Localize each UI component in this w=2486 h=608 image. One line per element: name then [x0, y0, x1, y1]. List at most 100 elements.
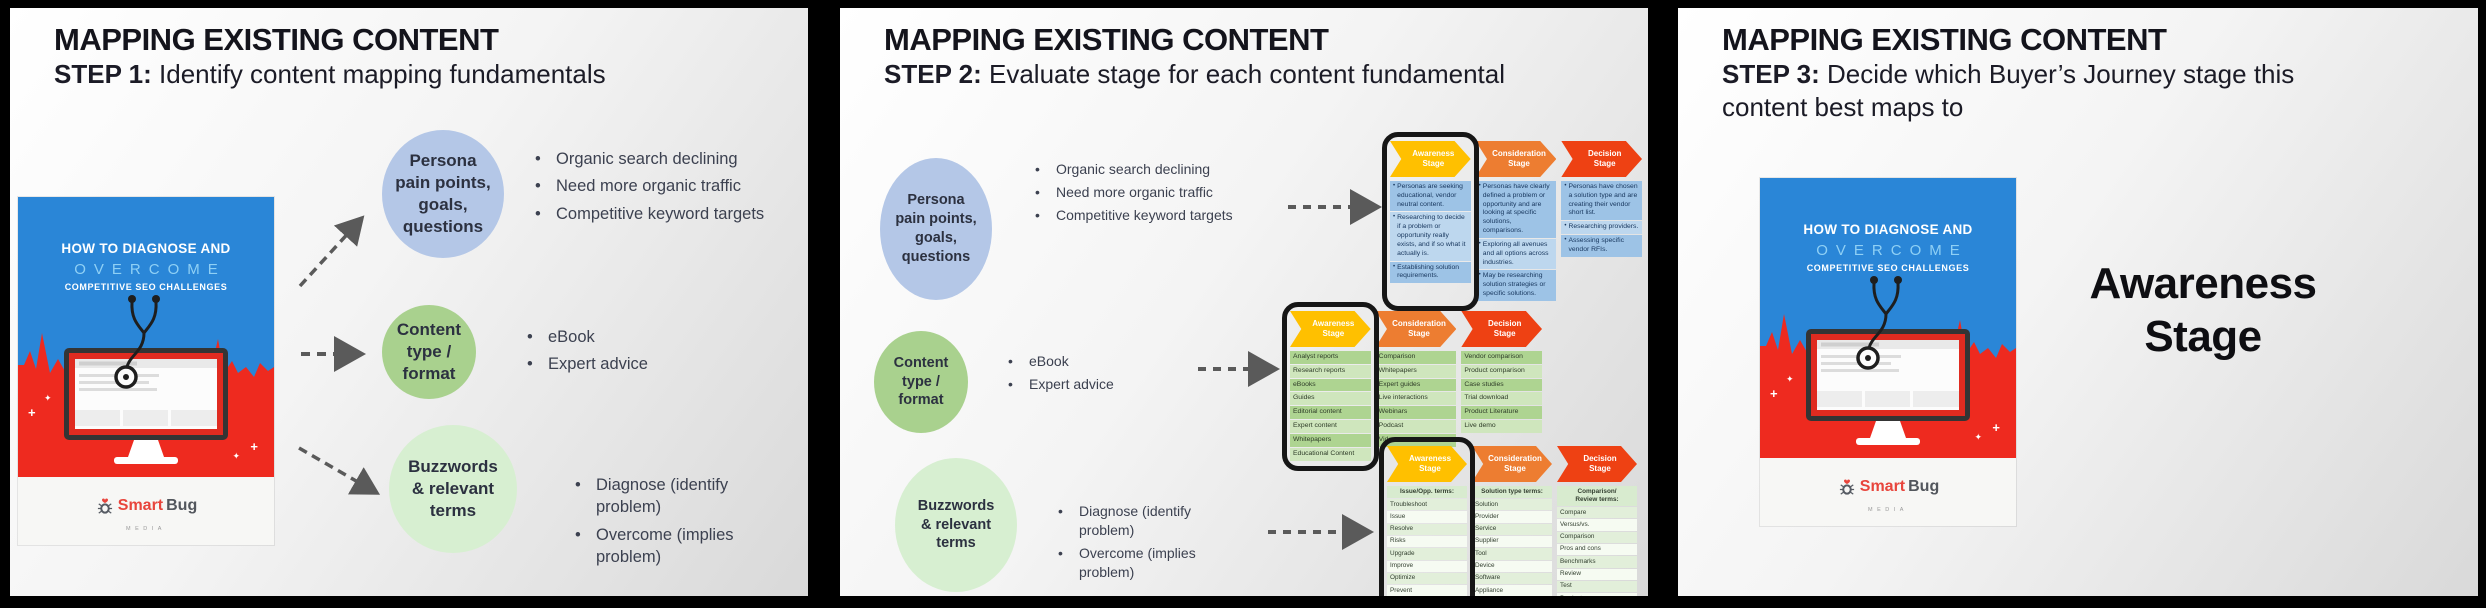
ebook-cover-footer: [18, 477, 274, 545]
ebook-title-line1: HOW TO DIAGNOSE AND: [1803, 222, 1973, 237]
journey-item: Research reports: [1290, 364, 1371, 378]
fundamental-circle-buzzwords: Buzzwords & relevant terms: [895, 458, 1017, 592]
sparkle-icon: +: [1992, 420, 2000, 435]
journey-item: Optimize: [1387, 572, 1467, 585]
content-type-bullet-list: eBookExpert advice: [522, 326, 742, 381]
journey-item: Case studies: [1461, 378, 1543, 392]
persona-bullet-list: Organic search decliningNeed more organi…: [530, 148, 780, 230]
journey-item: Vendor comparison: [1461, 351, 1543, 364]
step-text: Decide which Buyer’s Journey stage this …: [1722, 59, 2295, 122]
bullet-item: Competitive keyword targets: [1030, 206, 1270, 225]
journey-item: Guides: [1290, 392, 1371, 406]
step-line: STEP 3: Decide which Buyer’s Journey sta…: [1722, 58, 2332, 123]
stage-chevron: Decision Stage: [1557, 446, 1637, 482]
slide-step-1: MAPPING EXISTING CONTENT STEP 1: Identif…: [10, 8, 808, 596]
buyer-journey-chart-definitions: Awareness Stage•Personas are seeking edu…: [1382, 132, 1643, 311]
step-text: Identify content mapping fundamentals: [151, 59, 606, 89]
ebook-cover-titles: HOW TO DIAGNOSE AND OVERCOME COMPETITIVE…: [18, 241, 274, 292]
bug-icon: [97, 498, 112, 514]
journey-item: Pros and cons: [1557, 543, 1637, 556]
journey-item: Tool: [1472, 548, 1552, 560]
bullet-marker: •: [1393, 183, 1396, 189]
slide-step-2: MAPPING EXISTING CONTENT STEP 2: Evaluat…: [840, 8, 1648, 596]
sparkle-icon: ✦: [232, 451, 240, 461]
monitor-stethoscope-icon: [1806, 276, 1970, 445]
journey-item: •May be researching solution strategies …: [1475, 270, 1557, 301]
bullet-marker: •: [1564, 237, 1567, 244]
sparkle-icon: ✦: [1786, 374, 1794, 384]
stage-chevron: Awareness Stage: [1290, 311, 1371, 347]
journey-item: Editorial content: [1290, 406, 1371, 420]
bullet-marker: •: [1478, 183, 1481, 189]
step-label: STEP 2:: [884, 59, 982, 89]
stage-chevron: Decision Stage: [1461, 311, 1543, 347]
journey-item: Prevent: [1387, 585, 1467, 596]
journey-column-body: •Personas have chosen a solution type an…: [1561, 181, 1643, 257]
buzzwords-bullet-list: Diagnose (identify problem)Overcome (imp…: [570, 474, 750, 573]
ebook-title-line1: HOW TO DIAGNOSE AND: [61, 241, 231, 256]
journey-item: Product comparison: [1461, 364, 1543, 378]
journey-item: Troubleshoot: [1387, 499, 1467, 511]
monitor-stethoscope-icon: [64, 295, 228, 464]
step-text: Evaluate stage for each content fundamen…: [981, 59, 1506, 89]
journey-column-consideration-stage: Consideration Stage•Personas have clearl…: [1475, 141, 1557, 301]
content-type-bullet-list: eBookExpert advice: [1003, 352, 1203, 398]
persona-bullet-list: Organic search decliningNeed more organi…: [1030, 160, 1270, 229]
bullet-item: Need more organic traffic: [530, 175, 780, 198]
journey-item: Comparison: [1557, 531, 1637, 543]
sparkle-icon: +: [28, 405, 36, 420]
stage-chevron: Consideration Stage: [1375, 311, 1457, 347]
fundamental-circle-content-type: Content type / format: [874, 331, 968, 433]
bullet-marker: •: [1393, 214, 1396, 221]
brand-media: MEDIA: [1868, 507, 1908, 513]
bullet-marker: •: [1564, 183, 1567, 189]
fundamental-circle-content-type: Content type / format: [382, 305, 476, 399]
fundamental-circle-persona: Persona pain points, goals, questions: [880, 158, 992, 300]
ebook-cover: HOW TO DIAGNOSE AND OVERCOME COMPETITIVE…: [18, 197, 274, 545]
journey-column-body: •Personas are seeking educational, vendo…: [1390, 181, 1471, 284]
journey-item: Expert content: [1290, 420, 1371, 433]
journey-item: Device: [1472, 560, 1552, 572]
bullet-item: Competitive keyword targets: [530, 203, 780, 226]
sparkle-icon: ✦: [44, 393, 52, 403]
journey-item: •Personas are seeking educational, vendo…: [1390, 181, 1471, 212]
slide-title: MAPPING EXISTING CONTENT: [1722, 22, 2167, 57]
journey-item: •Establishing solution requirements.: [1390, 261, 1471, 284]
journey-item: Product Literature: [1461, 406, 1543, 420]
bullet-item: Need more organic traffic: [1030, 183, 1270, 202]
journey-item: Risks: [1387, 535, 1467, 548]
mapped-stage-answer: Awareness Stage: [2089, 259, 2317, 361]
column-header: Issue/Opp. terms:: [1387, 486, 1467, 498]
journey-item: •Researching providers.: [1561, 221, 1643, 235]
ebook-title-line3: COMPETITIVE SEO CHALLENGES: [1806, 263, 1970, 273]
journey-item: Video: [1375, 433, 1457, 447]
brand-smart: Smart: [117, 497, 164, 514]
journey-item: Improve: [1387, 560, 1467, 572]
bullet-marker: •: [1478, 272, 1481, 279]
sparkle-icon: +: [250, 439, 258, 454]
brand-media: MEDIA: [126, 526, 166, 532]
journey-item: Live interactions: [1375, 392, 1457, 406]
journey-item: Appliance: [1472, 585, 1552, 596]
bullet-marker: •: [1564, 223, 1567, 230]
column-header: Solution type terms:: [1472, 486, 1552, 498]
column-header: Comparison/ Review terms:: [1557, 486, 1637, 506]
journey-column-awareness-stage: Awareness Stage•Personas are seeking edu…: [1382, 132, 1479, 311]
bullet-item: Expert advice: [522, 353, 742, 376]
journey-item: Product: [1557, 593, 1637, 596]
ebook-title-line3: COMPETITIVE SEO CHALLENGES: [64, 282, 228, 292]
